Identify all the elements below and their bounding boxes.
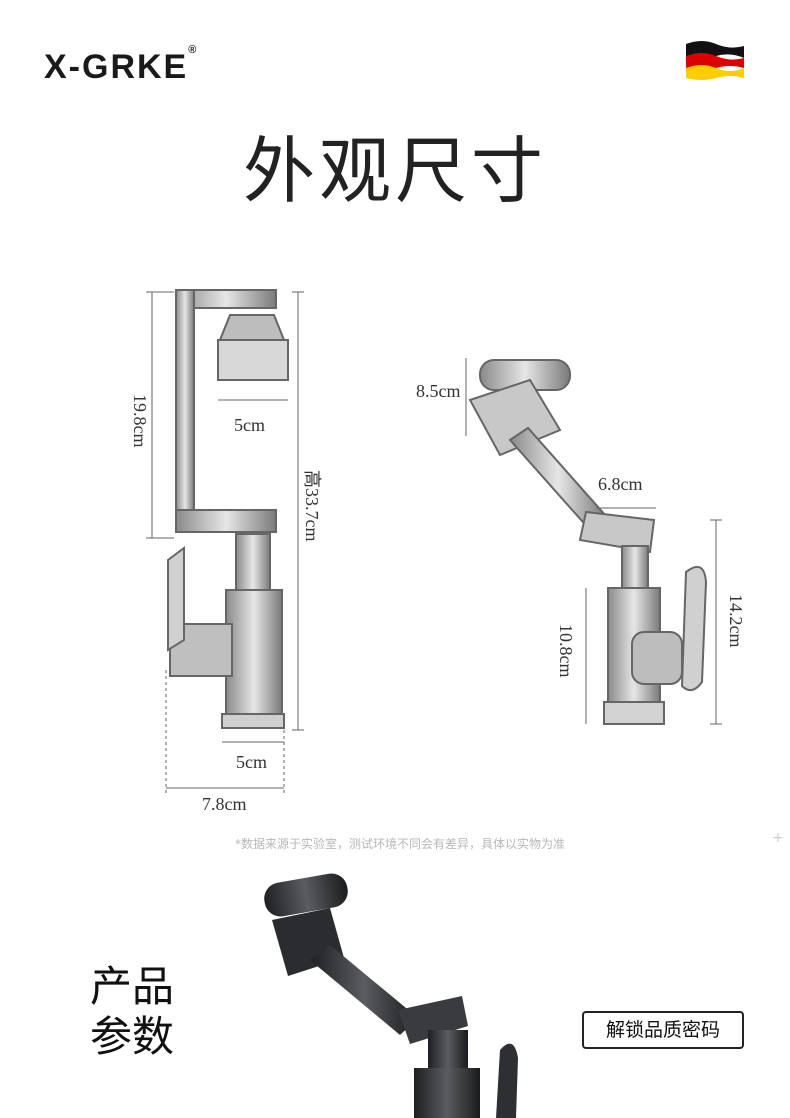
page-title: 外观尺寸 (242, 129, 547, 213)
dim-head-size: 8.5cm (416, 381, 461, 401)
product-photo (264, 873, 518, 1118)
dim-arm-width: 6.8cm (598, 474, 643, 494)
left-dimension-lines (146, 291, 304, 794)
product-params-heading: 产品 参数 (90, 962, 174, 1062)
registered-mark: ® (188, 44, 199, 56)
right-faucet-drawing (468, 359, 708, 725)
disclaimer-note: *数据来源于实验室，测试环境不同会有差异，具体以实物为准 (234, 837, 565, 851)
dim-body-height: 10.8cm (556, 624, 576, 678)
left-faucet-drawing (167, 289, 289, 729)
dimension-diagram (146, 289, 722, 794)
params-line-2: 参数 (90, 1012, 175, 1061)
right-dimension-lines (465, 358, 722, 725)
dim-base-width: 5cm (236, 752, 267, 772)
dim-height-upper: 19.8cm (130, 394, 150, 448)
plus-icon: + (772, 830, 784, 846)
params-line-1: 产品 (90, 962, 175, 1011)
brand-logo: X-GRKE® (44, 44, 198, 87)
dim-spout-width: 5cm (234, 415, 265, 435)
brand-name: X-GRKE (44, 48, 189, 86)
dim-overall-width: 7.8cm (202, 794, 247, 814)
dim-total-height-right: 14.2cm (726, 594, 746, 648)
germany-flag-icon (686, 41, 744, 80)
dim-total-height: 高33.7cm (302, 470, 322, 542)
unlock-quality-button[interactable]: 解锁品质密码 (582, 1011, 744, 1049)
